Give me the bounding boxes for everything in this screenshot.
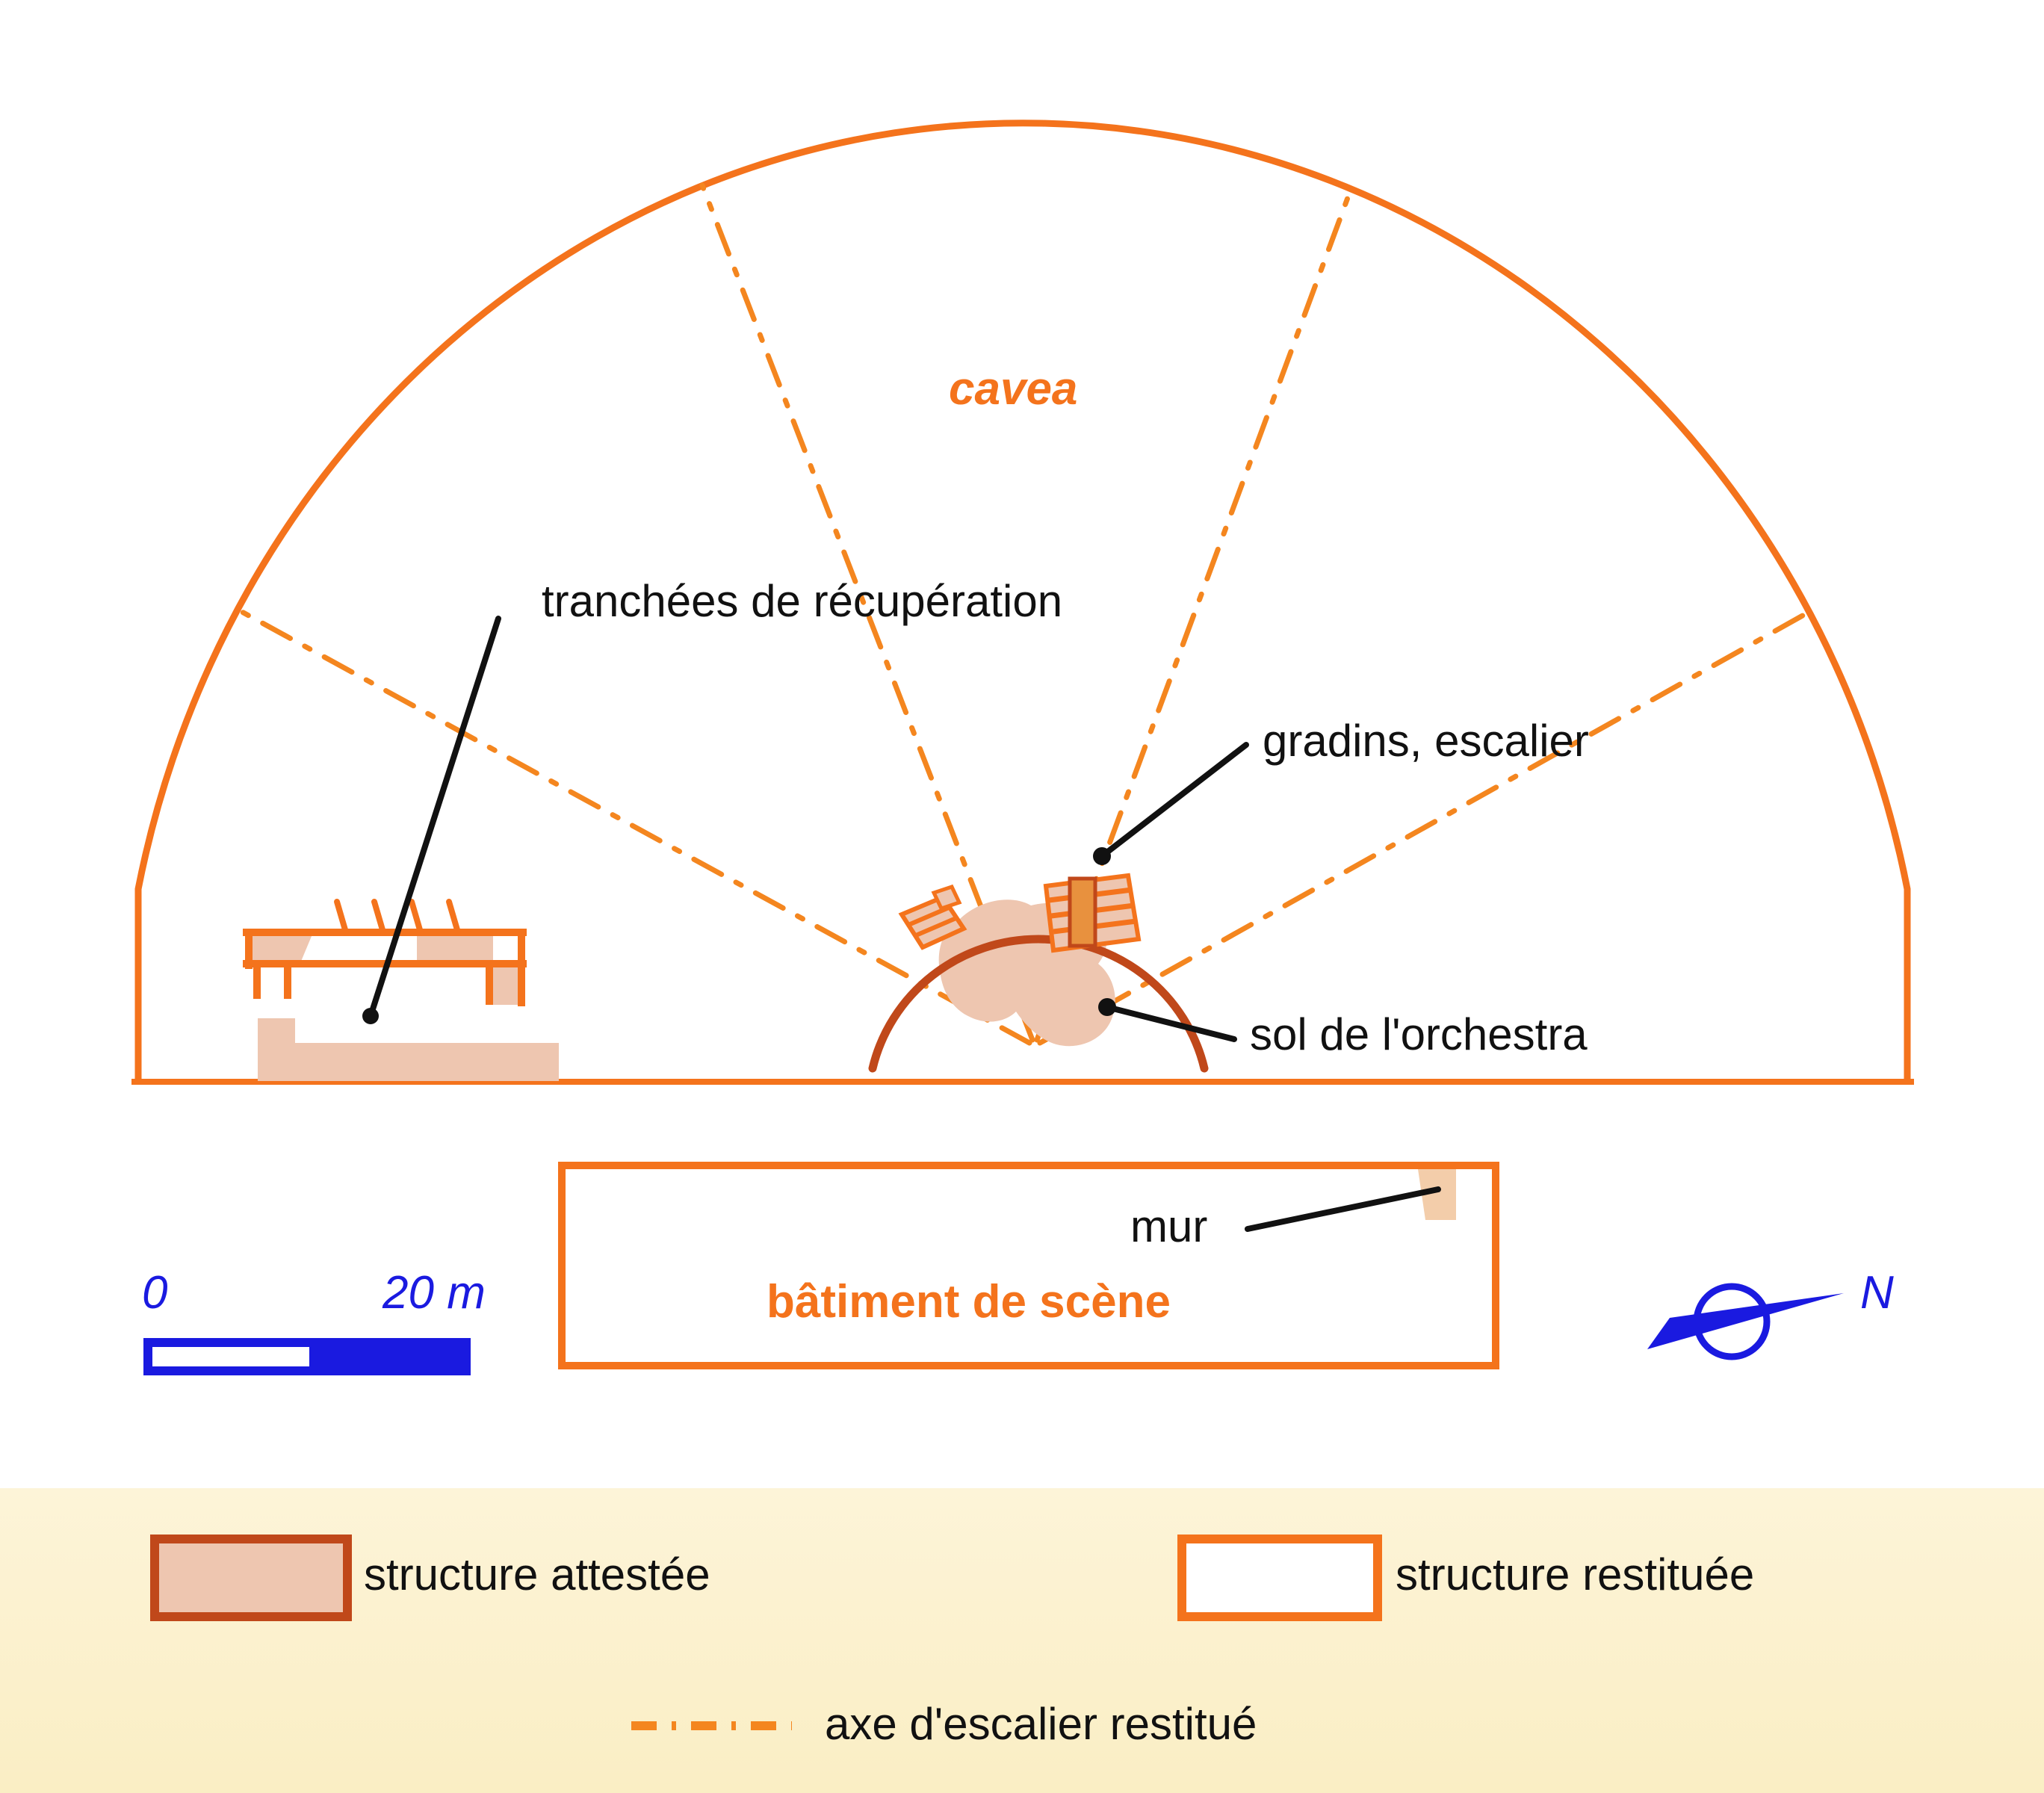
north-arrow-label: N xyxy=(1860,1267,1894,1319)
leader-mur xyxy=(1245,1186,1441,1232)
label-sol-de-lorchestra: sol de l'orchestra xyxy=(1250,1009,1588,1059)
stage-building-outline xyxy=(558,1162,1499,1369)
north-arrow-group xyxy=(1647,1283,1844,1360)
escalier-step-block xyxy=(1068,876,1097,948)
orchestra-arc xyxy=(868,935,1209,1073)
north-arrow-needle xyxy=(1647,1293,1844,1349)
attested-wall-block xyxy=(258,1018,559,1081)
stair-axis-right xyxy=(1037,610,1811,1046)
legend-swatch-restituee xyxy=(1177,1535,1382,1621)
scale-bar-end-label: 20 m xyxy=(383,1267,486,1319)
leader-tranchees xyxy=(368,616,501,1019)
mur-fragment xyxy=(1418,1169,1456,1220)
scale-bar-start-label: 0 xyxy=(142,1267,168,1319)
legend-label-axe-escalier-restitue: axe d'escalier restitué xyxy=(825,1699,1257,1749)
label-mur: mur xyxy=(1130,1201,1208,1251)
scale-bar-half-filled xyxy=(309,1338,471,1375)
label-batiment-de-scene: bâtiment de scène xyxy=(766,1276,1171,1328)
scale-bar-half-empty xyxy=(143,1338,318,1375)
leader-lines xyxy=(362,616,1441,1232)
trench-fill-b xyxy=(417,935,493,961)
leader-sol xyxy=(1104,1004,1237,1042)
legend-label-structure-attestee: structure attestée xyxy=(364,1549,710,1600)
legend-label-structure-restituee: structure restituée xyxy=(1396,1549,1755,1600)
gradins-escalier-right xyxy=(1043,873,1142,953)
batiment-de-scene-group xyxy=(558,1162,1499,1369)
label-gradins-escalier: gradins, escalier xyxy=(1263,716,1589,766)
trench-fill-e xyxy=(486,967,523,1004)
orchestra-group xyxy=(868,873,1209,1073)
legend-swatches xyxy=(150,1535,1382,1730)
stair-axis-upper-left xyxy=(699,182,1035,1043)
legend-swatch-attestee xyxy=(150,1535,352,1621)
leader-gradins xyxy=(1099,742,1249,859)
gradins-escalier-left xyxy=(898,884,967,950)
trench-fill-c xyxy=(488,936,493,962)
trench-fill-a xyxy=(248,931,314,963)
scale-bar-group xyxy=(143,1338,471,1375)
label-tranchees-de-recuperation: tranchées de récupération xyxy=(542,576,1063,626)
trench-hatching xyxy=(334,899,461,935)
north-arrow-ring xyxy=(1693,1283,1771,1360)
recovery-trenches-structure xyxy=(243,899,559,1081)
stair-axis-left xyxy=(238,608,1032,1046)
cavea-outer-arc xyxy=(134,120,1911,1082)
label-cavea: cavea xyxy=(949,363,1078,415)
